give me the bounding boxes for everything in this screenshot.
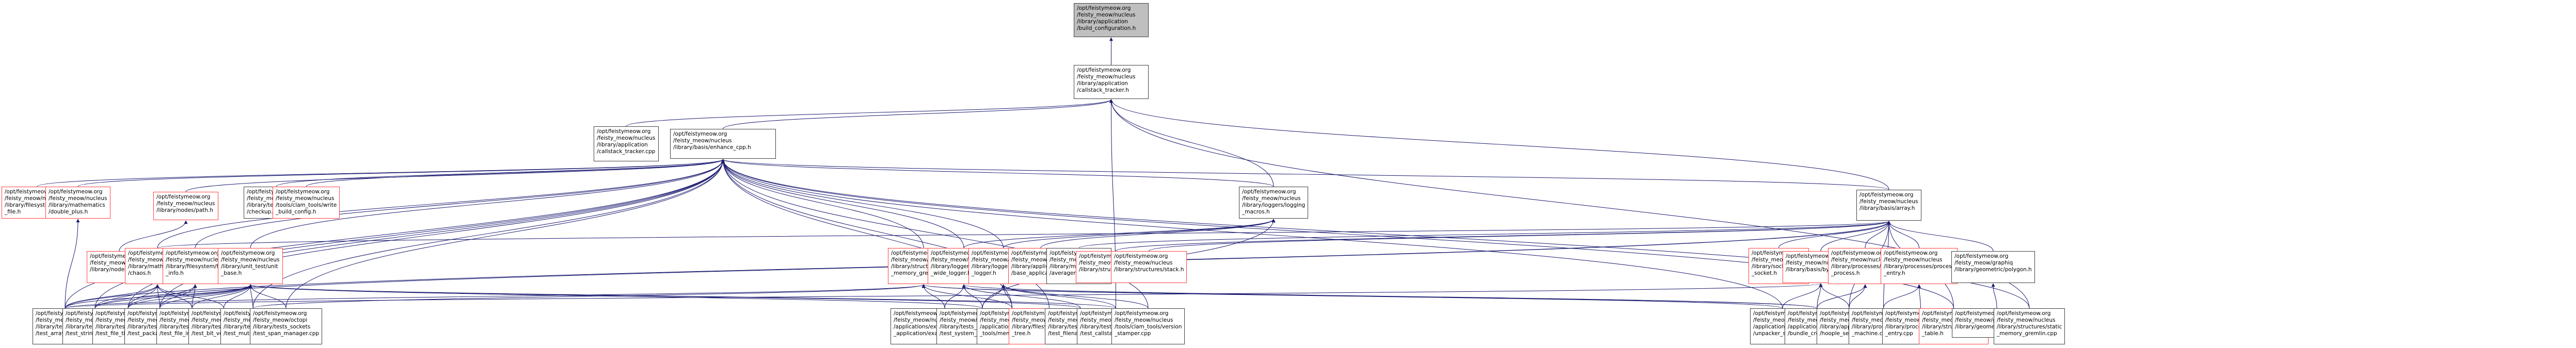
edge-test-sys-precond-to-unit-base: [248, 284, 983, 309]
graph-node-static-gremlin-cpp[interactable]: /opt/feistymeow.org /feisty_meow/nucleus…: [1994, 308, 2065, 344]
node-label: /opt/feistymeow.org /feisty_meow/nucleus…: [156, 194, 215, 213]
graph-node-stack[interactable]: /opt/feistymeow.org /feisty_meow/nucleus…: [1111, 251, 1187, 283]
graph-node-double-plus[interactable]: /opt/feistymeow.org /feisty_meow/nucleus…: [45, 187, 110, 219]
edge-version-stamper-to-console-logger: [1001, 284, 1149, 309]
graph-node-polygon-h[interactable]: /opt/feistymeow.org /feisty_meow/graphiq…: [1951, 251, 2035, 283]
edge-array-h-to-callstack-h: [1109, 99, 1889, 190]
node-label: /opt/feistymeow.org /feisty_meow/nucleus…: [49, 189, 107, 215]
edge-launch-process-to-array-h: [1865, 221, 1891, 248]
edge-tree-h-to-path-h: [119, 220, 188, 252]
edge-process-entry-h-to-array-h: [1887, 221, 1919, 248]
edge-test-sys-precond-to-program-wide: [962, 284, 983, 309]
node-label: /opt/feistymeow.org /feisty_meow/nucleus…: [276, 189, 337, 215]
graph-node-process-entry-h[interactable]: /opt/feistymeow.org /feisty_meow/nucleus…: [1881, 248, 1958, 284]
node-label: /opt/feistymeow.org /feisty_meow/nucleus…: [1114, 253, 1184, 273]
graph-node-callstack-h[interactable]: /opt/feistymeow.org /feisty_meow/nucleus…: [1074, 65, 1149, 99]
graph-node-test-span-manager[interactable]: /opt/feistymeow.org /feisty_meow/octopi …: [250, 308, 323, 344]
edge-test-file-time-to-enhance-cpp: [128, 159, 725, 309]
edge-state-machine-to-process-entry-h: [1883, 284, 1921, 309]
edge-test-file-time-to-chaos: [128, 284, 160, 309]
edge-program-wide-to-enhance-cpp: [721, 159, 964, 248]
node-label: /opt/feistymeow.org /feisty_meow/nucleus…: [1997, 310, 2062, 337]
edge-hoople-service-to-launch-process: [1849, 284, 1867, 309]
edge-test-filename-to-program-wide: [962, 284, 1081, 309]
edge-test-array-to-enhance-cpp: [65, 159, 725, 309]
edge-bundle-creator-to-program-wide: [962, 284, 1818, 309]
edge-test-string-to-chaos: [94, 284, 160, 309]
edge-byte-array-to-array-h: [1820, 221, 1891, 252]
graph-node-write-build[interactable]: /opt/feistymeow.org /feisty_meow/nucleus…: [273, 187, 340, 219]
edge-logging-macros-to-enhance-cpp: [721, 159, 1274, 187]
graph-node-version-stamper[interactable]: /opt/feistymeow.org /feisty_meow/nucleus…: [1111, 308, 1185, 344]
edge-hash-table-to-enhance-cpp: [721, 159, 1954, 309]
edge-test-array-to-unit-base: [65, 284, 252, 309]
edge-test-array-to-chaos: [65, 284, 160, 309]
node-label: /opt/feistymeow.org /feisty_meow/nucleus…: [1077, 67, 1136, 93]
edge-static-gremlin-h-to-enhance-cpp: [721, 159, 924, 248]
edge-unpacker-stub-to-enhance-cpp: [721, 159, 1783, 309]
edge-averager-to-array-h: [1078, 221, 1891, 248]
graph-node-array-h[interactable]: /opt/feistymeow.org /feisty_meow/nucleus…: [1856, 190, 1921, 221]
edge-directory-tree-to-enhance-cpp: [721, 159, 1050, 309]
graph-node-path-h[interactable]: /opt/feistymeow.org /feisty_meow/nucleus…: [153, 192, 218, 220]
node-label: /opt/feistymeow.org /feisty_meow/nucleus…: [1115, 310, 1182, 337]
edge-chaos-to-enhance-cpp: [157, 159, 725, 248]
node-label: /opt/feistymeow.org /feisty_meow/nucleus…: [1859, 192, 1918, 211]
edge-double-plus-to-enhance-cpp: [77, 159, 725, 187]
edge-file-info-to-enhance-cpp: [195, 159, 725, 248]
node-label: /opt/feistymeow.org /feisty_meow/nucleus…: [166, 250, 225, 276]
edge-test-mutex-to-enhance-cpp: [252, 159, 725, 309]
edge-test-string-to-enhance-cpp: [94, 159, 725, 309]
edge-console-logger-to-enhance-cpp: [721, 159, 1004, 248]
edge-raw-socket-to-array-h: [1778, 221, 1891, 248]
graph-node-file-info[interactable]: /opt/feistymeow.org /feisty_meow/nucleus…: [163, 248, 228, 284]
edge-write-build-to-enhance-cpp: [306, 159, 725, 187]
node-label: /opt/feistymeow.org /feisty_meow/nucleus…: [597, 128, 656, 155]
graph-node-callstack-cpp[interactable]: /opt/feistymeow.org /feisty_meow/nucleus…: [594, 126, 659, 161]
edge-polygon-h-to-array-h: [1887, 221, 1994, 252]
edge-path-h-to-enhance-cpp: [185, 159, 725, 192]
edge-unit-base-to-enhance-cpp: [250, 159, 725, 248]
edge-unpacker-stub-to-byte-array: [1782, 283, 1823, 309]
node-label: /opt/feistymeow.org /feisty_meow/graphiq…: [1954, 253, 2032, 273]
edge-polygon-cpp-to-polygon-h: [1991, 283, 1997, 309]
graph-node-logging-macros[interactable]: /opt/feistymeow.org /feisty_meow/nucleus…: [1239, 187, 1309, 219]
edge-bundle-creator-to-static-gremlin-h: [921, 284, 1818, 309]
node-label: /opt/feistymeow.org /feisty_meow/nucleus…: [1242, 189, 1306, 215]
edge-test-packable-tree-to-enhance-cpp: [160, 159, 725, 309]
edge-logging-macros-to-callstack-h: [1109, 99, 1274, 187]
graph-node-enhance-cpp[interactable]: /opt/feistymeow.org /feisty_meow/nucleus…: [670, 129, 776, 159]
node-label: /opt/feistymeow.org /feisty_meow/nucleus…: [1884, 250, 1955, 276]
graph-node-root[interactable]: /opt/feistymeow.org /feisty_meow/nucleus…: [1074, 3, 1149, 37]
edge-test-array-to-byte-array: [65, 283, 1822, 309]
edge-program-wide-to-logging-macros: [963, 219, 1276, 248]
node-label: /opt/feistymeow.org /feisty_meow/nucleus…: [1077, 5, 1136, 31]
edge-test-callstack-to-unit-base: [248, 284, 1116, 309]
graph-node-unit-base[interactable]: /opt/feistymeow.org /feisty_meow/nucleus…: [218, 248, 283, 284]
edge-array-h-to-enhance-cpp: [721, 159, 1889, 190]
edge-stack-to-array-h: [1149, 221, 1891, 252]
edge-test-file-info-to-unit-base: [192, 284, 252, 309]
edge-test-span-manager-to-enhance-cpp: [285, 159, 725, 309]
edge-chaos-to-array-h: [157, 221, 1890, 248]
edge-test-array-to-static-gremlin-h: [65, 284, 926, 309]
edge-test-mutex-to-static-gremlin-h: [252, 284, 926, 309]
edge-test-callstack-to-console-logger: [1001, 284, 1116, 309]
edge-hoople-service-to-byte-array: [1819, 283, 1850, 309]
edge-test-packable-tree-to-unit-base: [160, 284, 252, 309]
node-label: /opt/feistymeow.org /feisty_meow/nucleus…: [221, 250, 280, 276]
node-label: /opt/feistymeow.org /feisty_meow/nucleus…: [673, 131, 751, 151]
edge-test-packable-tree-to-file-info: [160, 284, 197, 309]
edge-bundle-creator-to-launch-process: [1817, 284, 1867, 309]
node-label: /opt/feistymeow.org /feisty_meow/octopi …: [253, 310, 320, 337]
edge-memory-hog-to-static-gremlin-h: [921, 284, 1012, 309]
edge-callstack-cpp-to-callstack-h: [626, 99, 1113, 127]
edge-enhance-cpp-to-callstack-h: [723, 99, 1113, 129]
edge-test-array-to-double-plus: [65, 219, 80, 309]
